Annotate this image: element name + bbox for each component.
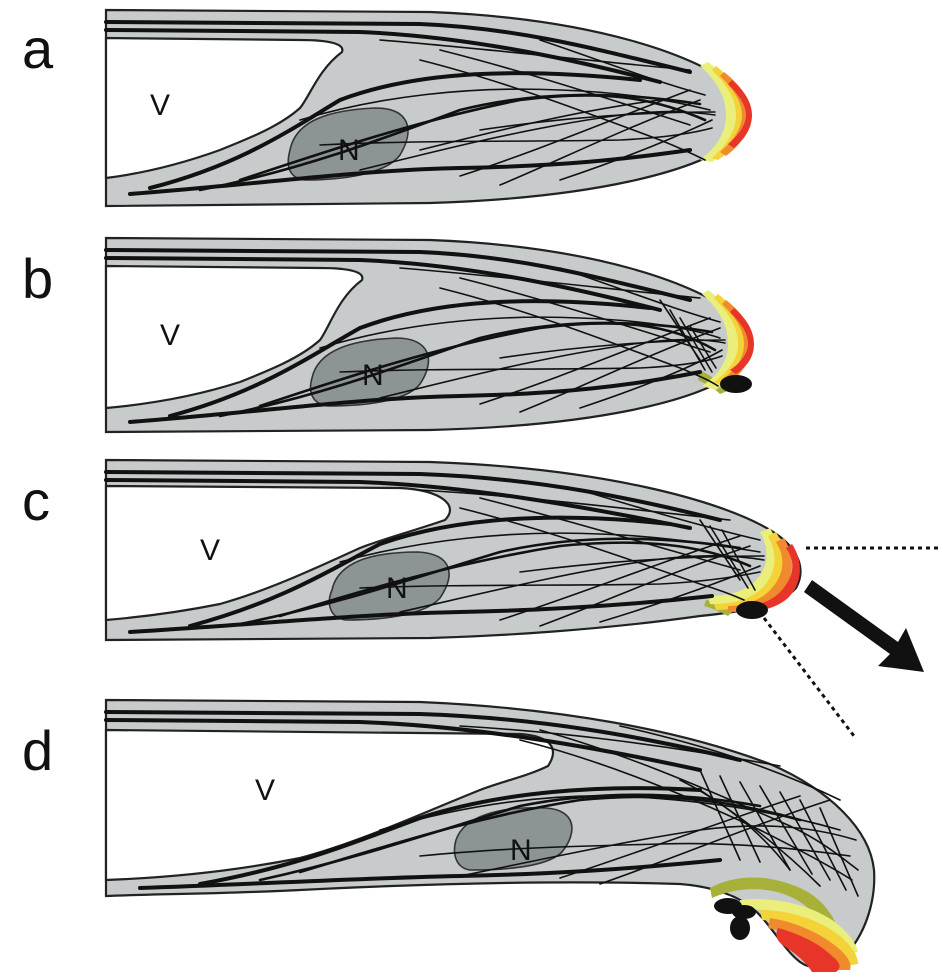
vacuole-label: V (255, 774, 275, 807)
angled-guide-line (764, 618, 854, 736)
stimulus-bead (720, 375, 752, 393)
panel-a: a V (22, 10, 752, 206)
panel-c: c (22, 460, 940, 736)
panel-d: d (22, 700, 874, 972)
nucleus-label: N (386, 572, 408, 605)
vacuole-label: V (150, 89, 170, 122)
stimulus-bead (736, 601, 768, 619)
nucleus-label: N (362, 359, 384, 392)
growth-direction-arrow (804, 580, 924, 672)
panel-letter: d (22, 719, 53, 782)
nucleus-label: N (338, 134, 360, 167)
panel-letter: b (22, 247, 53, 310)
vacuole-label: V (160, 319, 180, 352)
panel-letter: c (22, 469, 50, 532)
panel-letter: a (22, 17, 54, 80)
vacuole-label: V (200, 534, 220, 567)
nucleus-label: N (510, 834, 532, 867)
panel-b: b (22, 238, 754, 432)
